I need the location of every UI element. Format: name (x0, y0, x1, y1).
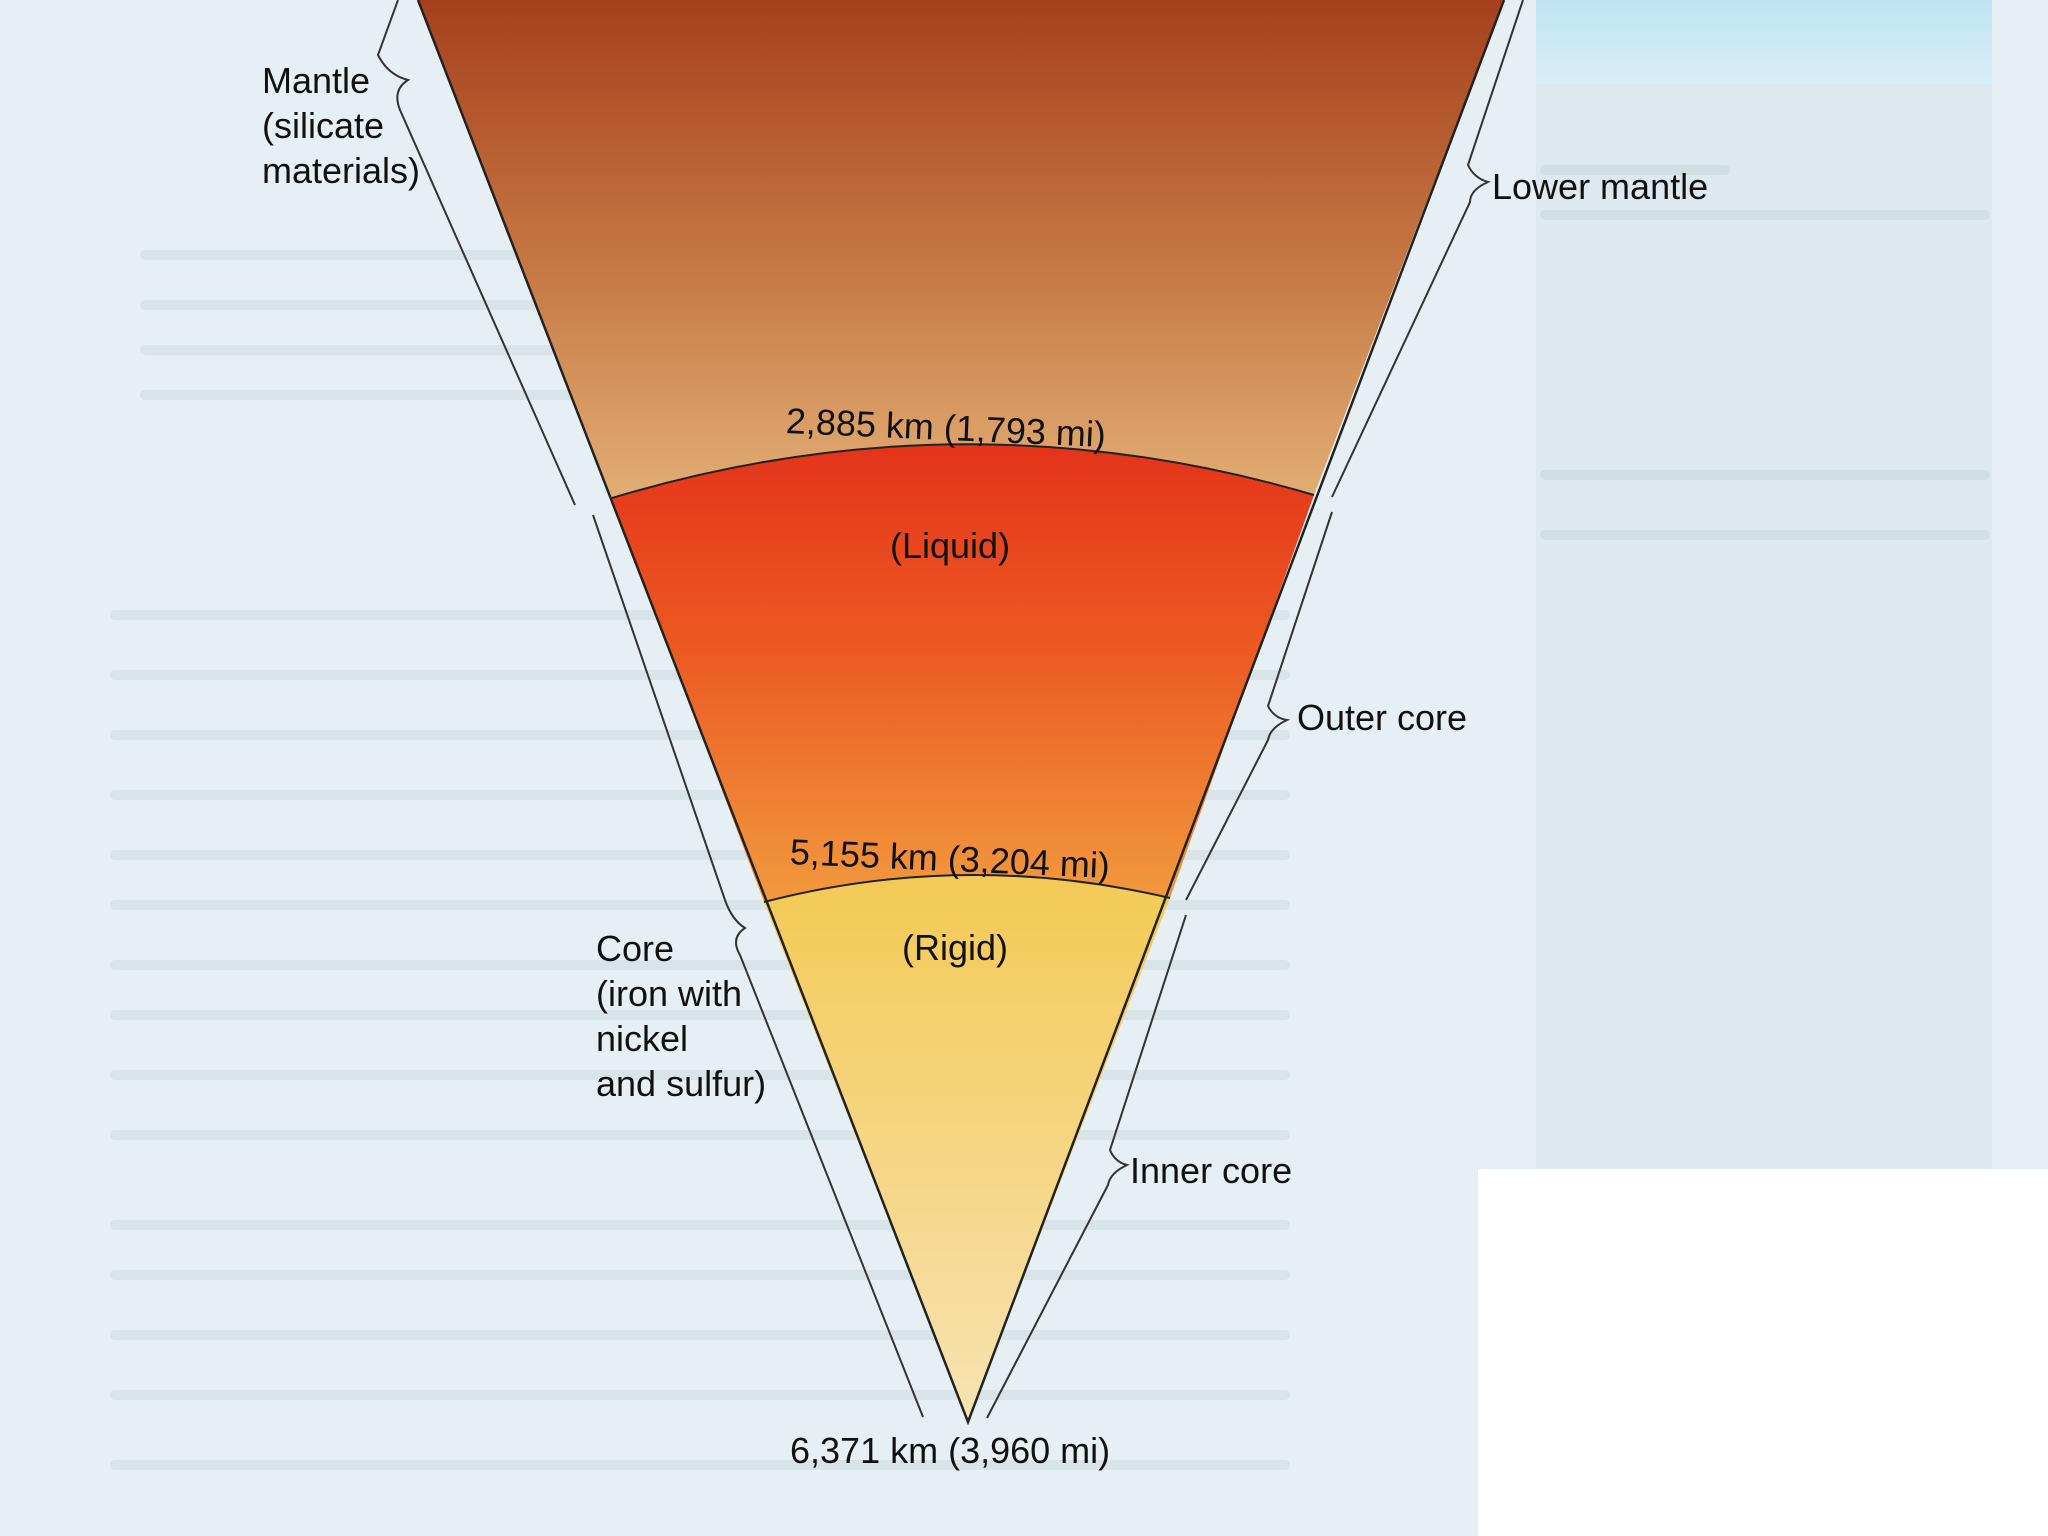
outer-core-bracket (1185, 511, 1333, 901)
lower-mantle-bracket (1331, 0, 1524, 498)
inner-core-bracket (986, 914, 1187, 1419)
inner-core-layer (764, 874, 1170, 1422)
core-label-line-3: nickel (596, 1018, 689, 1059)
blank-page-area (1478, 1169, 2048, 1536)
wedge-outline (416, 0, 1506, 1426)
mantle-label-line-3: materials) (262, 150, 421, 191)
mantle-layer (418, 0, 1504, 498)
faint-text-line (110, 1220, 1290, 1230)
mantle-label-line-2: (silicate (262, 105, 385, 146)
adjacent-page-photo-strip (1536, 0, 1992, 84)
faint-text-line (1540, 530, 1990, 540)
inner-core-state-label: (Rigid) (902, 927, 1009, 968)
outer-core-state-label: (Liquid) (890, 525, 1011, 566)
faint-text-line (1540, 210, 1990, 220)
core-label-line-1: Core (596, 928, 675, 969)
outer-core-layer (612, 444, 1314, 902)
faint-text-line (110, 1390, 1290, 1400)
mantle-label-line-1: Mantle (262, 60, 371, 101)
core-bracket (592, 514, 924, 1418)
mantle-bracket (376, 0, 576, 506)
right-brackets (986, 0, 1524, 1419)
core-label-line-4: and sulfur) (596, 1063, 767, 1104)
depth-label-center: 6,371 km (3,960 mi) (790, 1430, 1111, 1471)
core-label: Core (iron with nickel and sulfur) (596, 926, 766, 1106)
faint-text-line (110, 1330, 1290, 1340)
outer-core-label: Outer core (1297, 697, 1468, 738)
outer-inner-core-boundary (763, 873, 1171, 903)
lower-mantle-label: Lower mantle (1492, 166, 1709, 207)
mantle-core-boundary (611, 443, 1315, 499)
faint-text-line (110, 1460, 1290, 1470)
faint-text-line (110, 1270, 1290, 1280)
faint-text-line (1540, 165, 1730, 175)
mantle-label: Mantle (silicate materials) (262, 58, 420, 193)
left-brackets (376, 0, 924, 1418)
faint-text-line (1540, 470, 1990, 480)
core-label-line-2: (iron with (596, 973, 743, 1014)
adjacent-page-text-area (1536, 84, 1992, 1169)
inner-core-label: Inner core (1130, 1150, 1293, 1191)
